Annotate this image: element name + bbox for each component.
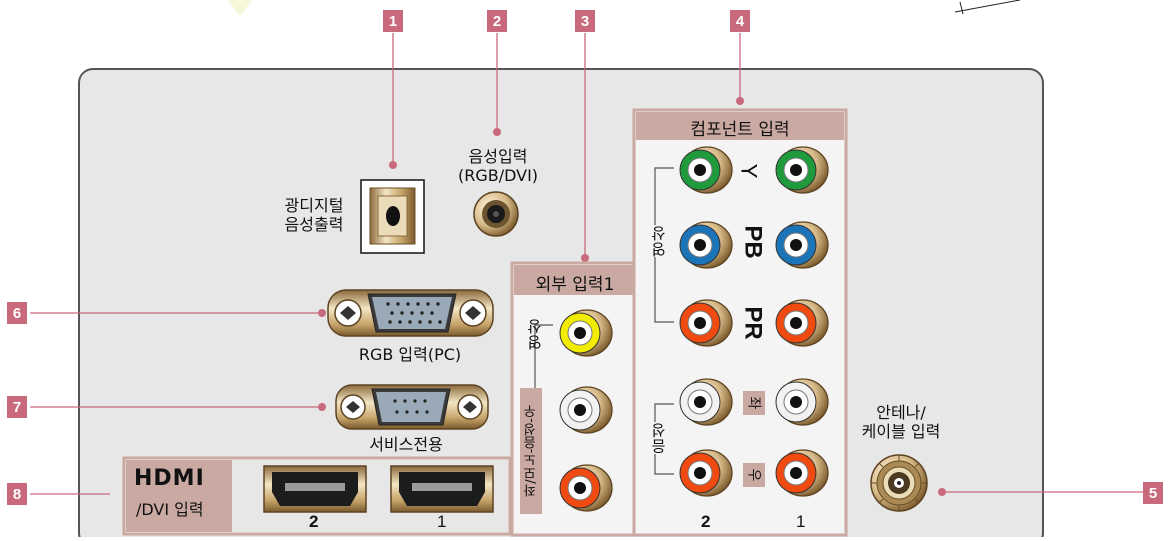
left-mono-audio-label: 좌/모노-음성-우: [523, 405, 539, 497]
callout-badge-3: 3: [575, 10, 595, 32]
rca-jack-icon-comp-pr-1: [775, 299, 829, 347]
component-number-2: 2: [701, 512, 711, 531]
rca-jack-icon-comp-audio-right-1: [775, 449, 829, 497]
audio-in-label-line2: (RGB/DVI): [457, 166, 539, 185]
callout-badge-8: 8: [7, 483, 27, 505]
right-audio-box: 우: [743, 463, 765, 487]
rgb-input-label: RGB 입력(PC): [358, 345, 462, 364]
rca-jack-icon-comp-y-2: [679, 146, 733, 194]
rca-jack-icon-comp-pb-2: [679, 221, 733, 269]
optical-label-line1: 광디지털: [284, 196, 344, 215]
hdmi-port-icon: [390, 465, 494, 513]
service-port-icon: [335, 384, 489, 430]
rca-jack-icon-comp-y-1: [775, 146, 829, 194]
component-audio-label: 음성: [648, 422, 669, 454]
rca-jacks: [559, 146, 829, 512]
callout-badge-5: 5: [1143, 482, 1163, 504]
rca-jack-icon-external-audio-left: [559, 386, 613, 434]
rca-jack-icon-external-audio-right: [559, 464, 613, 512]
antenna-label-line1: 안테나/: [876, 403, 926, 422]
antenna-label: 안테나/ 케이블 입력: [846, 403, 956, 441]
audio-jack-icon: [473, 191, 519, 237]
right-audio-label: 우: [744, 468, 761, 482]
pb-label: PB: [739, 225, 767, 259]
vga-port-icon: [327, 289, 494, 337]
left-audio-label: 좌: [744, 396, 761, 410]
left-mono-audio-label-box: 좌/모노-음성-우: [520, 388, 542, 514]
corner-marker: [954, 0, 1021, 15]
callout-badge-6: 6: [7, 302, 27, 324]
optical-label: 광디지털 음성출력: [274, 196, 354, 234]
antenna-coax-icon: [870, 454, 928, 512]
pr-label: PR: [739, 306, 767, 340]
rca-jack-icon-comp-audio-left-1: [775, 378, 829, 426]
rca-jack-icon-comp-pb-1: [775, 221, 829, 269]
rca-jack-icon-comp-audio-right-2: [679, 449, 733, 497]
audio-in-label: 음성입력 (RGB/DVI): [446, 147, 550, 185]
optical-label-line2: 음성출력: [284, 215, 344, 234]
callout-badge-2: 2: [487, 10, 507, 32]
hdmi-port-number-2: 2: [309, 512, 319, 531]
component-number-1: 1: [796, 512, 806, 531]
external-input-title: 외부 입력1: [535, 275, 615, 295]
component-input-title: 컴포넌트 입력: [690, 120, 790, 140]
rca-jack-icon-comp-audio-left-2: [679, 378, 733, 426]
antenna-label-line2: 케이블 입력: [861, 422, 941, 441]
left-audio-box: 좌: [743, 391, 765, 415]
top-decoration: [228, 0, 252, 16]
callout-lines: [30, 33, 1145, 495]
callout-badge-7: 7: [7, 396, 27, 418]
hdmi-sub-label: /DVI 입력: [136, 500, 204, 519]
callout-badge-4: 4: [730, 10, 750, 32]
external-video-label: 영상: [526, 318, 544, 350]
rca-jack-icon-comp-pr-2: [679, 299, 733, 347]
audio-in-label-line1: 음성입력: [468, 147, 528, 166]
callout-badge-1: 1: [383, 10, 403, 32]
hdmi-port-icon: [263, 465, 367, 513]
hdmi-logo: HDMI: [134, 466, 205, 491]
callout-dots: [318, 97, 946, 496]
hdmi-port-number-1: 1: [437, 512, 447, 531]
y-label: Y: [736, 163, 762, 179]
service-label: 서비스전용: [369, 435, 443, 454]
optical-port-icon: [360, 179, 425, 254]
rca-jack-icon-external-video: [559, 309, 613, 357]
component-video-label: 영상: [648, 225, 669, 257]
